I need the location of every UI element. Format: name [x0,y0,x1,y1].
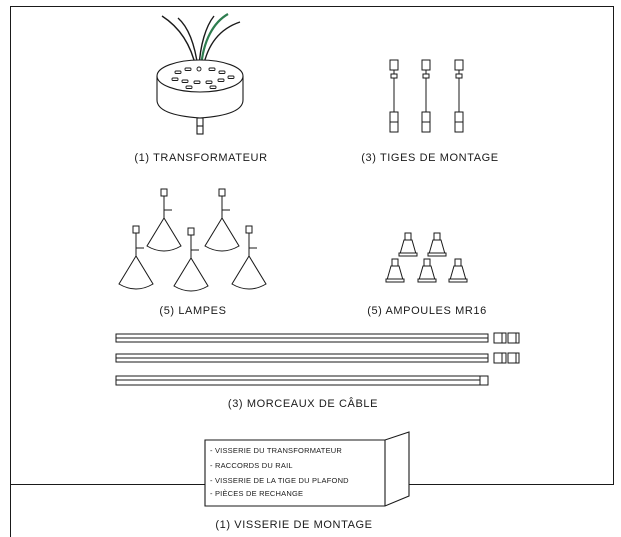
hardware-item: - VISSERIE DU TRANSFORMATEUR [210,446,343,455]
hardware-item: - RACCORDS DU RAIL [210,461,293,470]
caption-cable: (3) MORCEAUX DE CÂBLE [227,398,379,410]
lamp [231,225,267,290]
caption-bulbs: (5) AMPOULES MR16 [367,305,487,317]
bulb [385,258,405,283]
bulb [427,232,447,257]
transformer-illustration [156,13,244,135]
mounting-rods-illustration [389,59,464,133]
caption-transformer: (1) TRANSFORMATEUR [134,152,268,164]
hardware-item: - PIÈCES DE RECHANGE [210,489,304,498]
cable-piece [115,375,489,386]
hardware-item: - VISSERIE DE LA TIGE DU PLAFOND [210,476,349,485]
cable-piece [115,332,520,344]
bulbs-illustration [385,232,468,283]
lamps-illustration [118,188,267,292]
caption-hardware: (1) VISSERIE DE MONTAGE [215,519,373,531]
bulb [398,232,418,257]
lamp [204,188,240,252]
lamp [146,188,182,252]
lamp [118,225,154,290]
lamp [173,227,209,292]
cable-piece [115,352,520,364]
bulb [417,258,437,283]
cable-pieces-illustration [115,332,520,386]
hardware-box-illustration [204,431,410,507]
caption-mounting-rods: (3) TIGES DE MONTAGE [361,152,499,164]
bulb [448,258,468,283]
caption-lamps: (5) LAMPES [159,305,227,317]
